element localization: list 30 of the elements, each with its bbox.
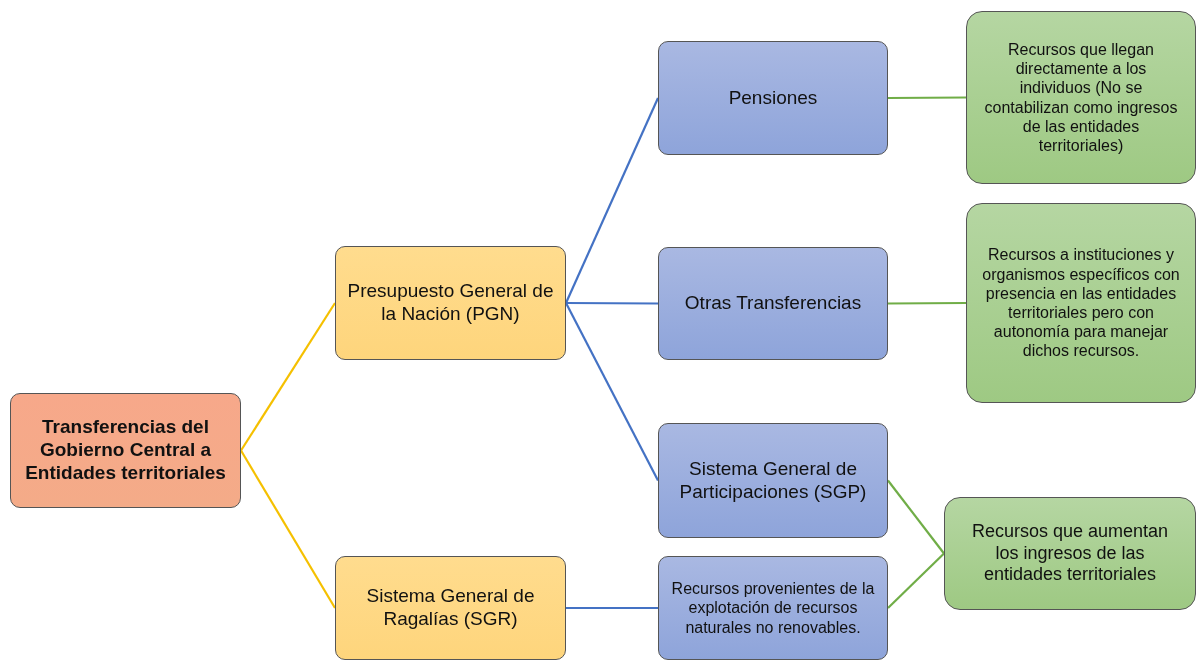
- node-text: Recursos que llegan directamente a los individuos (No se contabilizan como ingresos de las entidades territoriales): [983, 39, 1179, 156]
- node-text: Sistema General de Ragalías (SGR): [365, 585, 536, 631]
- subcategory-box: [658, 556, 888, 660]
- connector-line: [888, 96, 966, 100]
- connector-line: [887, 552, 945, 609]
- subcategory-box: [658, 41, 888, 155]
- subcategory-box: [658, 247, 888, 360]
- node-text: Pensiones: [728, 86, 818, 110]
- connector-line: [887, 479, 945, 555]
- connector-line: [566, 301, 658, 305]
- description-box: [944, 497, 1196, 610]
- node-text: Recursos que aumentan los ingresos de las entidades territoriales: [970, 521, 1170, 586]
- node-text: Transferencias del Gobierno Central a Entidades territoriales: [24, 416, 227, 485]
- category-box: [335, 556, 566, 660]
- topic-box: [10, 393, 241, 508]
- node-text: Otras Transferencias: [684, 292, 862, 315]
- category-box: [335, 246, 566, 360]
- connector-line: [566, 606, 658, 610]
- connector-line: [240, 449, 336, 609]
- node-text: Presupuesto General de la Nación (PGN): [346, 280, 555, 326]
- connector-line: [565, 302, 659, 481]
- description-box: [966, 11, 1196, 184]
- node-text: Recursos a instituciones y organismos específicos con presencia en las entidades territoriales pero con autonomía para manejar dichos recursos.: [981, 245, 1181, 361]
- node-text: Sistema General de Participaciones (SGP): [678, 457, 868, 504]
- description-box: [966, 203, 1196, 403]
- connector-line: [888, 301, 966, 305]
- connector-line: [565, 97, 659, 304]
- node-text: Recursos provenientes de la explotación de recursos naturales no renovables.: [670, 579, 876, 637]
- connector-line: [240, 302, 336, 452]
- subcategory-box: [658, 423, 888, 538]
